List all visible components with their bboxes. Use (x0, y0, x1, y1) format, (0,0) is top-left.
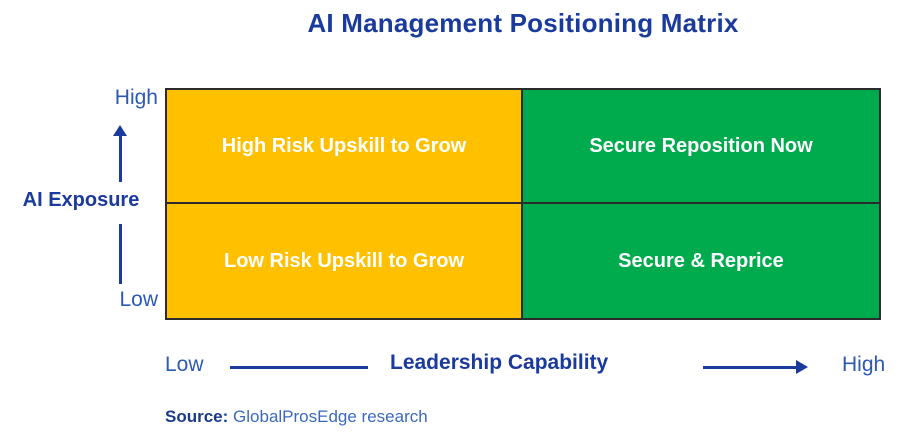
up-arrow-icon (113, 125, 127, 136)
x-axis-left-line (230, 366, 368, 369)
page-title: AI Management Positioning Matrix (307, 8, 739, 38)
x-axis-right-line (703, 366, 797, 369)
quadrant-bottom-left: Low Risk Upskill to Grow (167, 204, 523, 318)
source-line: Source: GlobalProsEdge research (165, 407, 428, 427)
quadrant-bottom-right-label: Secure & Reprice (618, 249, 784, 272)
quadrant-top-right-label: Secure Reposition Now (589, 134, 813, 157)
x-axis-title: Leadership Capability (390, 351, 609, 374)
source-label: Source: (165, 407, 229, 426)
quadrant-bottom-right: Secure & Reprice (523, 204, 879, 318)
x-axis-high-label: High (842, 353, 886, 376)
right-arrow-icon (796, 360, 808, 374)
y-axis-lower-line (119, 224, 122, 284)
source-text: GlobalProsEdge research (233, 407, 428, 426)
y-axis-low-label: Low (119, 288, 158, 311)
quadrant-top-left-label: High Risk Upskill to Grow (221, 134, 467, 157)
y-axis-high-label: High (114, 86, 158, 109)
y-axis-upper-line (119, 135, 122, 182)
y-axis-title: AI Exposure (22, 189, 140, 211)
quadrant-top-left: High Risk Upskill to Grow (167, 90, 523, 204)
quadrant-bottom-left-label: Low Risk Upskill to Grow (223, 249, 465, 272)
x-axis-low-label: Low (165, 353, 204, 376)
quadrant-top-right: Secure Reposition Now (523, 90, 879, 204)
quadrant-matrix: High Risk Upskill to Grow Secure Reposit… (165, 88, 881, 320)
